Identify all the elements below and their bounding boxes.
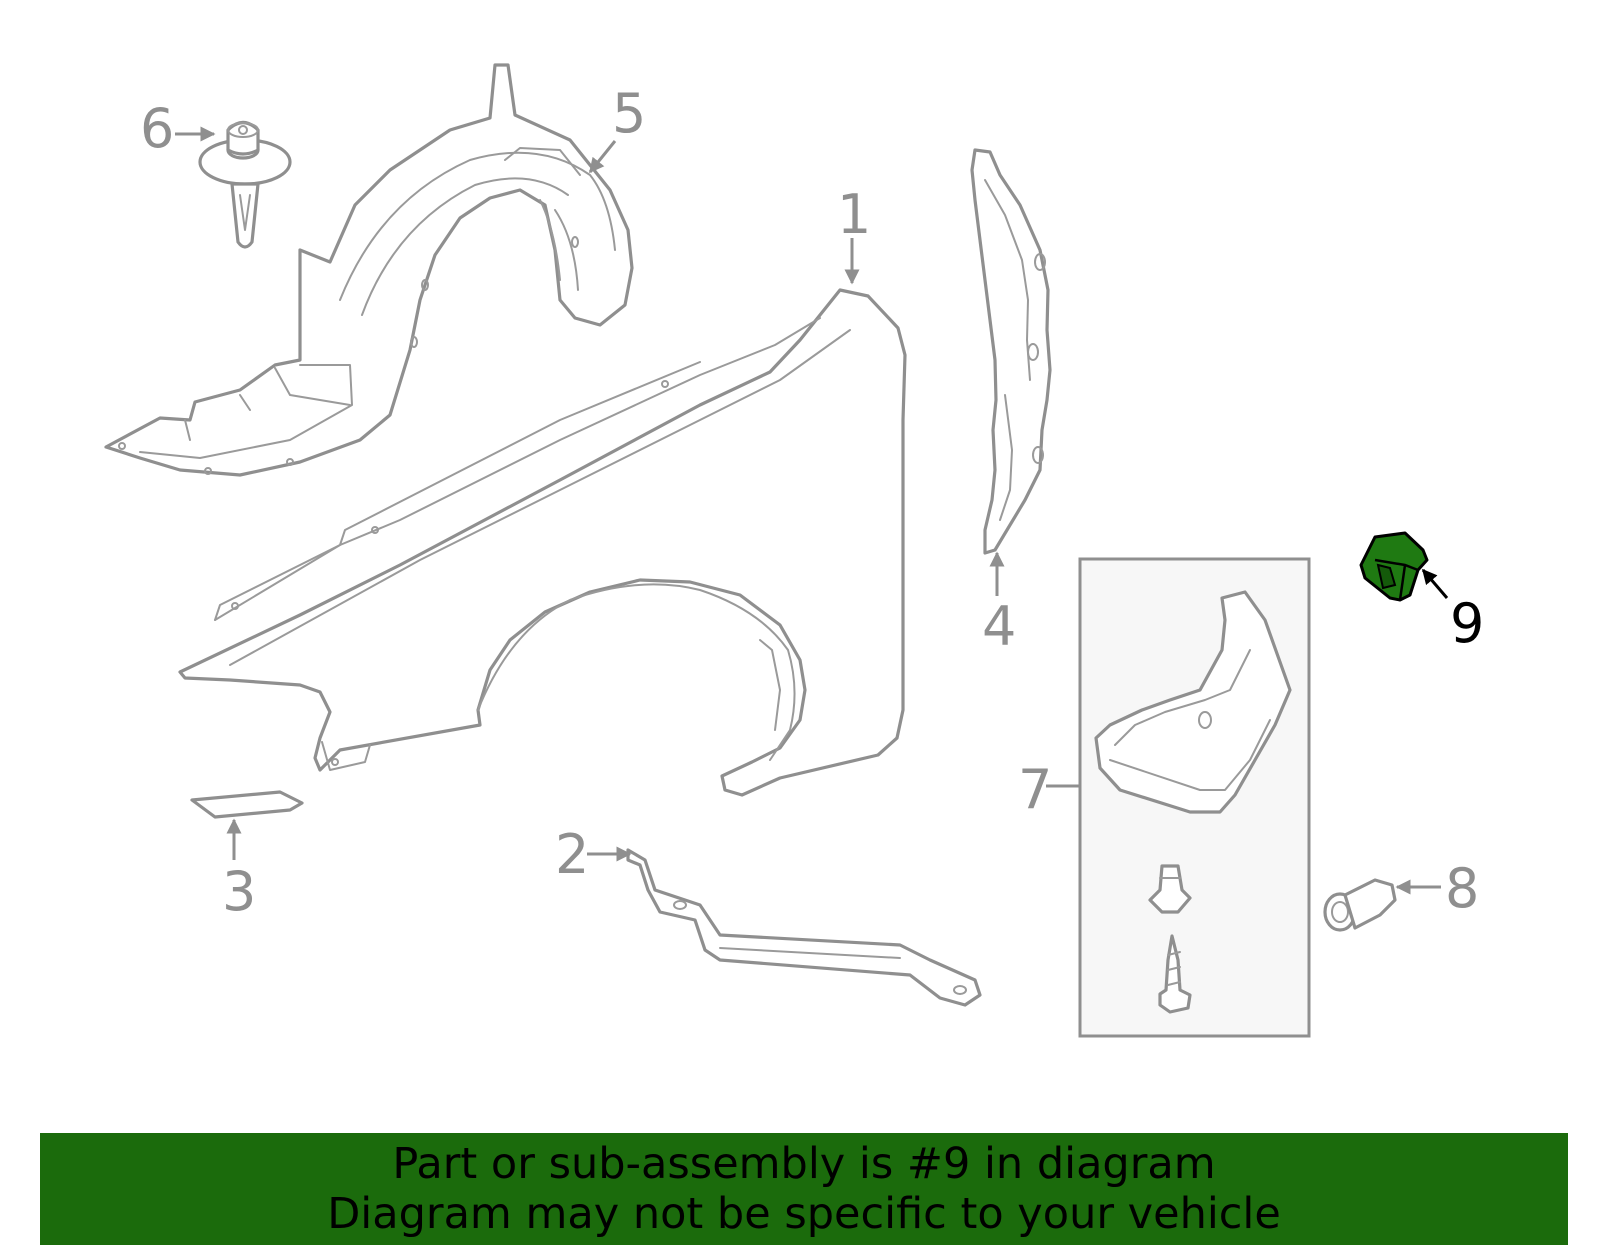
callout-4: 4 bbox=[982, 595, 1016, 658]
callout-3: 3 bbox=[222, 860, 256, 923]
callout-8: 8 bbox=[1445, 857, 1479, 920]
banner-line-disclaimer: Diagram may not be specific to your vehi… bbox=[327, 1189, 1281, 1239]
mud-flap-kit-part bbox=[1078, 557, 1311, 1038]
callout-2: 2 bbox=[555, 823, 589, 886]
bracket-part bbox=[626, 848, 982, 1007]
callout-6: 6 bbox=[140, 97, 174, 160]
callout-1: 1 bbox=[837, 183, 871, 246]
leader-lines bbox=[175, 126, 1449, 895]
trim-strip-part bbox=[190, 790, 304, 819]
fender-seal-part bbox=[970, 148, 1052, 555]
banner-line-part-number: Part or sub-assembly is #9 in diagram bbox=[392, 1139, 1216, 1189]
callout-7: 7 bbox=[1018, 758, 1052, 821]
push-clip-part bbox=[198, 120, 292, 249]
info-banner: Part or sub-assembly is #9 in diagram Di… bbox=[40, 1133, 1568, 1245]
fender-liner-part bbox=[104, 63, 634, 477]
fender-part bbox=[178, 288, 907, 797]
highlighted-clip-part bbox=[1359, 531, 1429, 602]
callout-5: 5 bbox=[612, 82, 646, 145]
bolt-part bbox=[1323, 878, 1397, 932]
callout-9: 9 bbox=[1450, 592, 1484, 655]
